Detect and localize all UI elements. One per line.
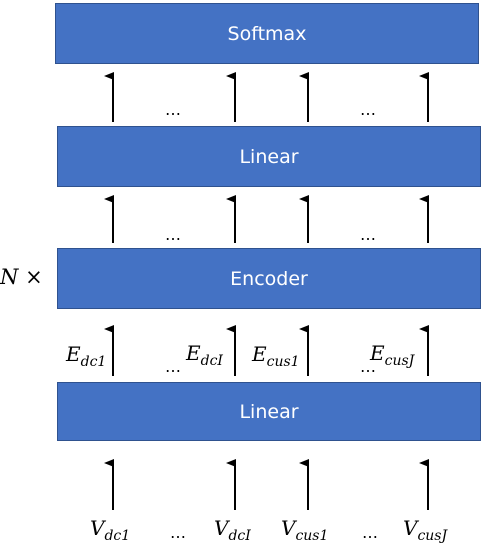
embedding-label-dc1: Edc1: [66, 342, 107, 370]
ellipsis-embed-left: …: [165, 357, 182, 376]
input-label-cusJ: VcusJ: [403, 516, 448, 544]
ellipsis-linear-left: …: [165, 225, 182, 244]
embedding-label-dcI: EdcI: [186, 341, 223, 369]
ellipsis-embed-right: …: [360, 357, 377, 376]
linear-top-label: Linear: [239, 145, 299, 168]
linear-top-block: Linear: [57, 126, 481, 187]
embedding-label-cusJ: EcusJ: [370, 341, 415, 369]
encoder-block: Encoder: [57, 248, 481, 309]
ellipsis-input-left: …: [170, 523, 187, 542]
ellipsis-softmax-left: …: [165, 100, 182, 119]
encoder-repeat-label: N ×: [0, 265, 43, 289]
input-label-dc1: Vdc1: [90, 516, 131, 544]
softmax-block: Softmax: [55, 3, 479, 64]
encoder-label: Encoder: [230, 267, 308, 290]
repeat-symbol: N: [0, 265, 19, 289]
ellipsis-input-right: …: [362, 523, 379, 542]
linear-bottom-label: Linear: [239, 400, 299, 423]
softmax-label: Softmax: [227, 22, 307, 45]
input-label-cus1: Vcus1: [281, 516, 329, 544]
repeat-times: ×: [25, 265, 43, 289]
input-label-dcI: VdcI: [214, 516, 251, 544]
ellipsis-linear-right: …: [360, 225, 377, 244]
embedding-label-cus1: Ecus1: [252, 342, 300, 370]
linear-bottom-block: Linear: [57, 382, 481, 441]
ellipsis-softmax-right: …: [360, 100, 377, 119]
